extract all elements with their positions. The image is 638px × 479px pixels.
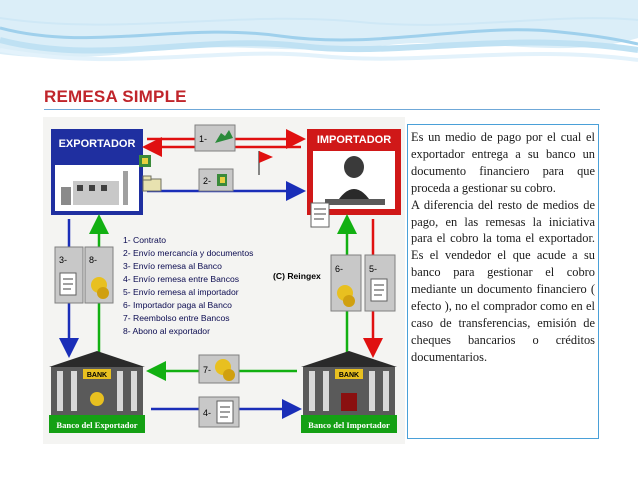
legend-step-2: 2- Envío mercancía y documentos — [123, 248, 253, 258]
exporter-label: EXPORTADOR — [59, 138, 136, 150]
importer-bank-label: Banco del Importador — [308, 420, 390, 430]
legend-step-6: 6- Importador paga al Banco — [123, 300, 232, 310]
exporter-bank-label: Banco del Exportador — [56, 420, 137, 430]
legend-step-7: 7- Reembolso entre Bancos — [123, 313, 230, 323]
svg-text:5-: 5- — [369, 264, 377, 274]
legend-step-4: 4- Envío remesa entre Bancos — [123, 274, 239, 284]
step-6-tag: 6- — [331, 255, 361, 311]
step-3-tag: 3- — [55, 247, 83, 303]
svg-text:BANK: BANK — [87, 372, 107, 379]
legend-step-8: 8- Abono al exportador — [123, 326, 210, 336]
svg-text:1-: 1- — [199, 134, 207, 144]
contract-icon — [139, 155, 151, 167]
step-4-tag: 4- — [199, 397, 239, 427]
step-8-tag: 8- — [85, 247, 113, 303]
svg-text:2-: 2- — [203, 176, 211, 186]
step-7-tag: 7- — [199, 355, 239, 383]
description-box: Es un medio de pago por el cual el expor… — [407, 124, 599, 439]
description-paragraph-1: Es un medio de pago por el cual el expor… — [411, 129, 595, 197]
step-5-tag: 5- — [365, 255, 395, 311]
decorative-wave-header — [0, 0, 638, 80]
svg-text:8-: 8- — [89, 255, 97, 265]
svg-text:BANK: BANK — [339, 372, 359, 379]
svg-text:7-: 7- — [203, 365, 211, 375]
copyright-label: (C) Reingex — [273, 271, 321, 281]
exporter-bank-building: BANK Banco del Exportador — [49, 351, 145, 433]
importer-panel: IMPORTADOR — [307, 129, 401, 215]
legend-step-3: 3- Envío remesa al Banco — [123, 261, 222, 271]
remesa-flow-diagram: EXPORTADOR IMPORTADOR 1- 2- 3- — [43, 117, 405, 444]
step-1-tag: 1- — [195, 125, 235, 151]
description-paragraph-2: A diferencia del resto de medios de pago… — [411, 197, 595, 366]
svg-text:6-: 6- — [335, 264, 343, 274]
importer-bank-building: BANK Banco del Importador — [301, 351, 397, 433]
step-2-tag: 2- — [199, 169, 233, 191]
svg-text:4-: 4- — [203, 408, 211, 418]
legend-step-1: 1- Contrato — [123, 235, 166, 245]
svg-text:3-: 3- — [59, 255, 67, 265]
slide-title: REMESA SIMPLE — [44, 87, 187, 107]
importer-label: IMPORTADOR — [317, 134, 391, 146]
exporter-panel: EXPORTADOR — [51, 129, 143, 215]
title-divider — [44, 109, 600, 110]
importer-document-icon — [311, 203, 329, 227]
legend-step-5: 5- Envío remesa al importador — [123, 287, 239, 297]
